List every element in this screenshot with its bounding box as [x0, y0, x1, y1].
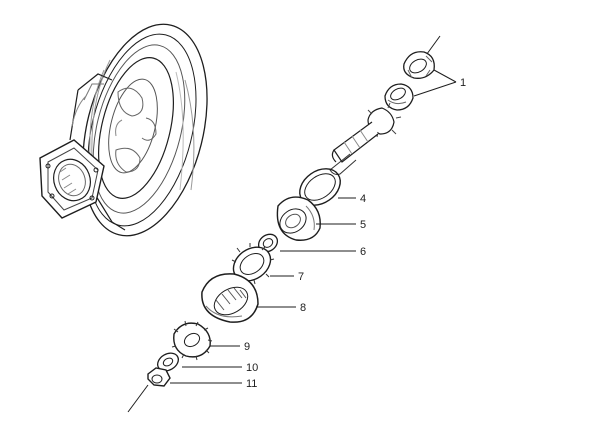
callout-8: 8	[300, 302, 306, 314]
callout-6: 6	[360, 246, 366, 258]
part-11-nut	[147, 367, 171, 387]
drive-shaft	[329, 102, 402, 175]
callout-5: 5	[360, 219, 366, 231]
part-8-bearing	[201, 273, 259, 323]
callout-9: 9	[244, 341, 250, 353]
square-port	[39, 139, 105, 219]
part-9-pinion	[171, 320, 213, 361]
part-10-washer	[157, 352, 179, 372]
callout-4: 4	[360, 193, 366, 205]
callout-labels: 1 4 5 6 7 8 9 10 11	[244, 77, 466, 390]
callout-1: 1	[460, 77, 466, 89]
leader-lines	[170, 69, 457, 384]
callout-7: 7	[298, 271, 304, 283]
part-5-bearing	[276, 196, 321, 241]
callout-11: 11	[246, 378, 257, 390]
housing-flange	[69, 23, 208, 237]
part-1-caps	[384, 51, 435, 111]
callout-10: 10	[246, 362, 258, 374]
